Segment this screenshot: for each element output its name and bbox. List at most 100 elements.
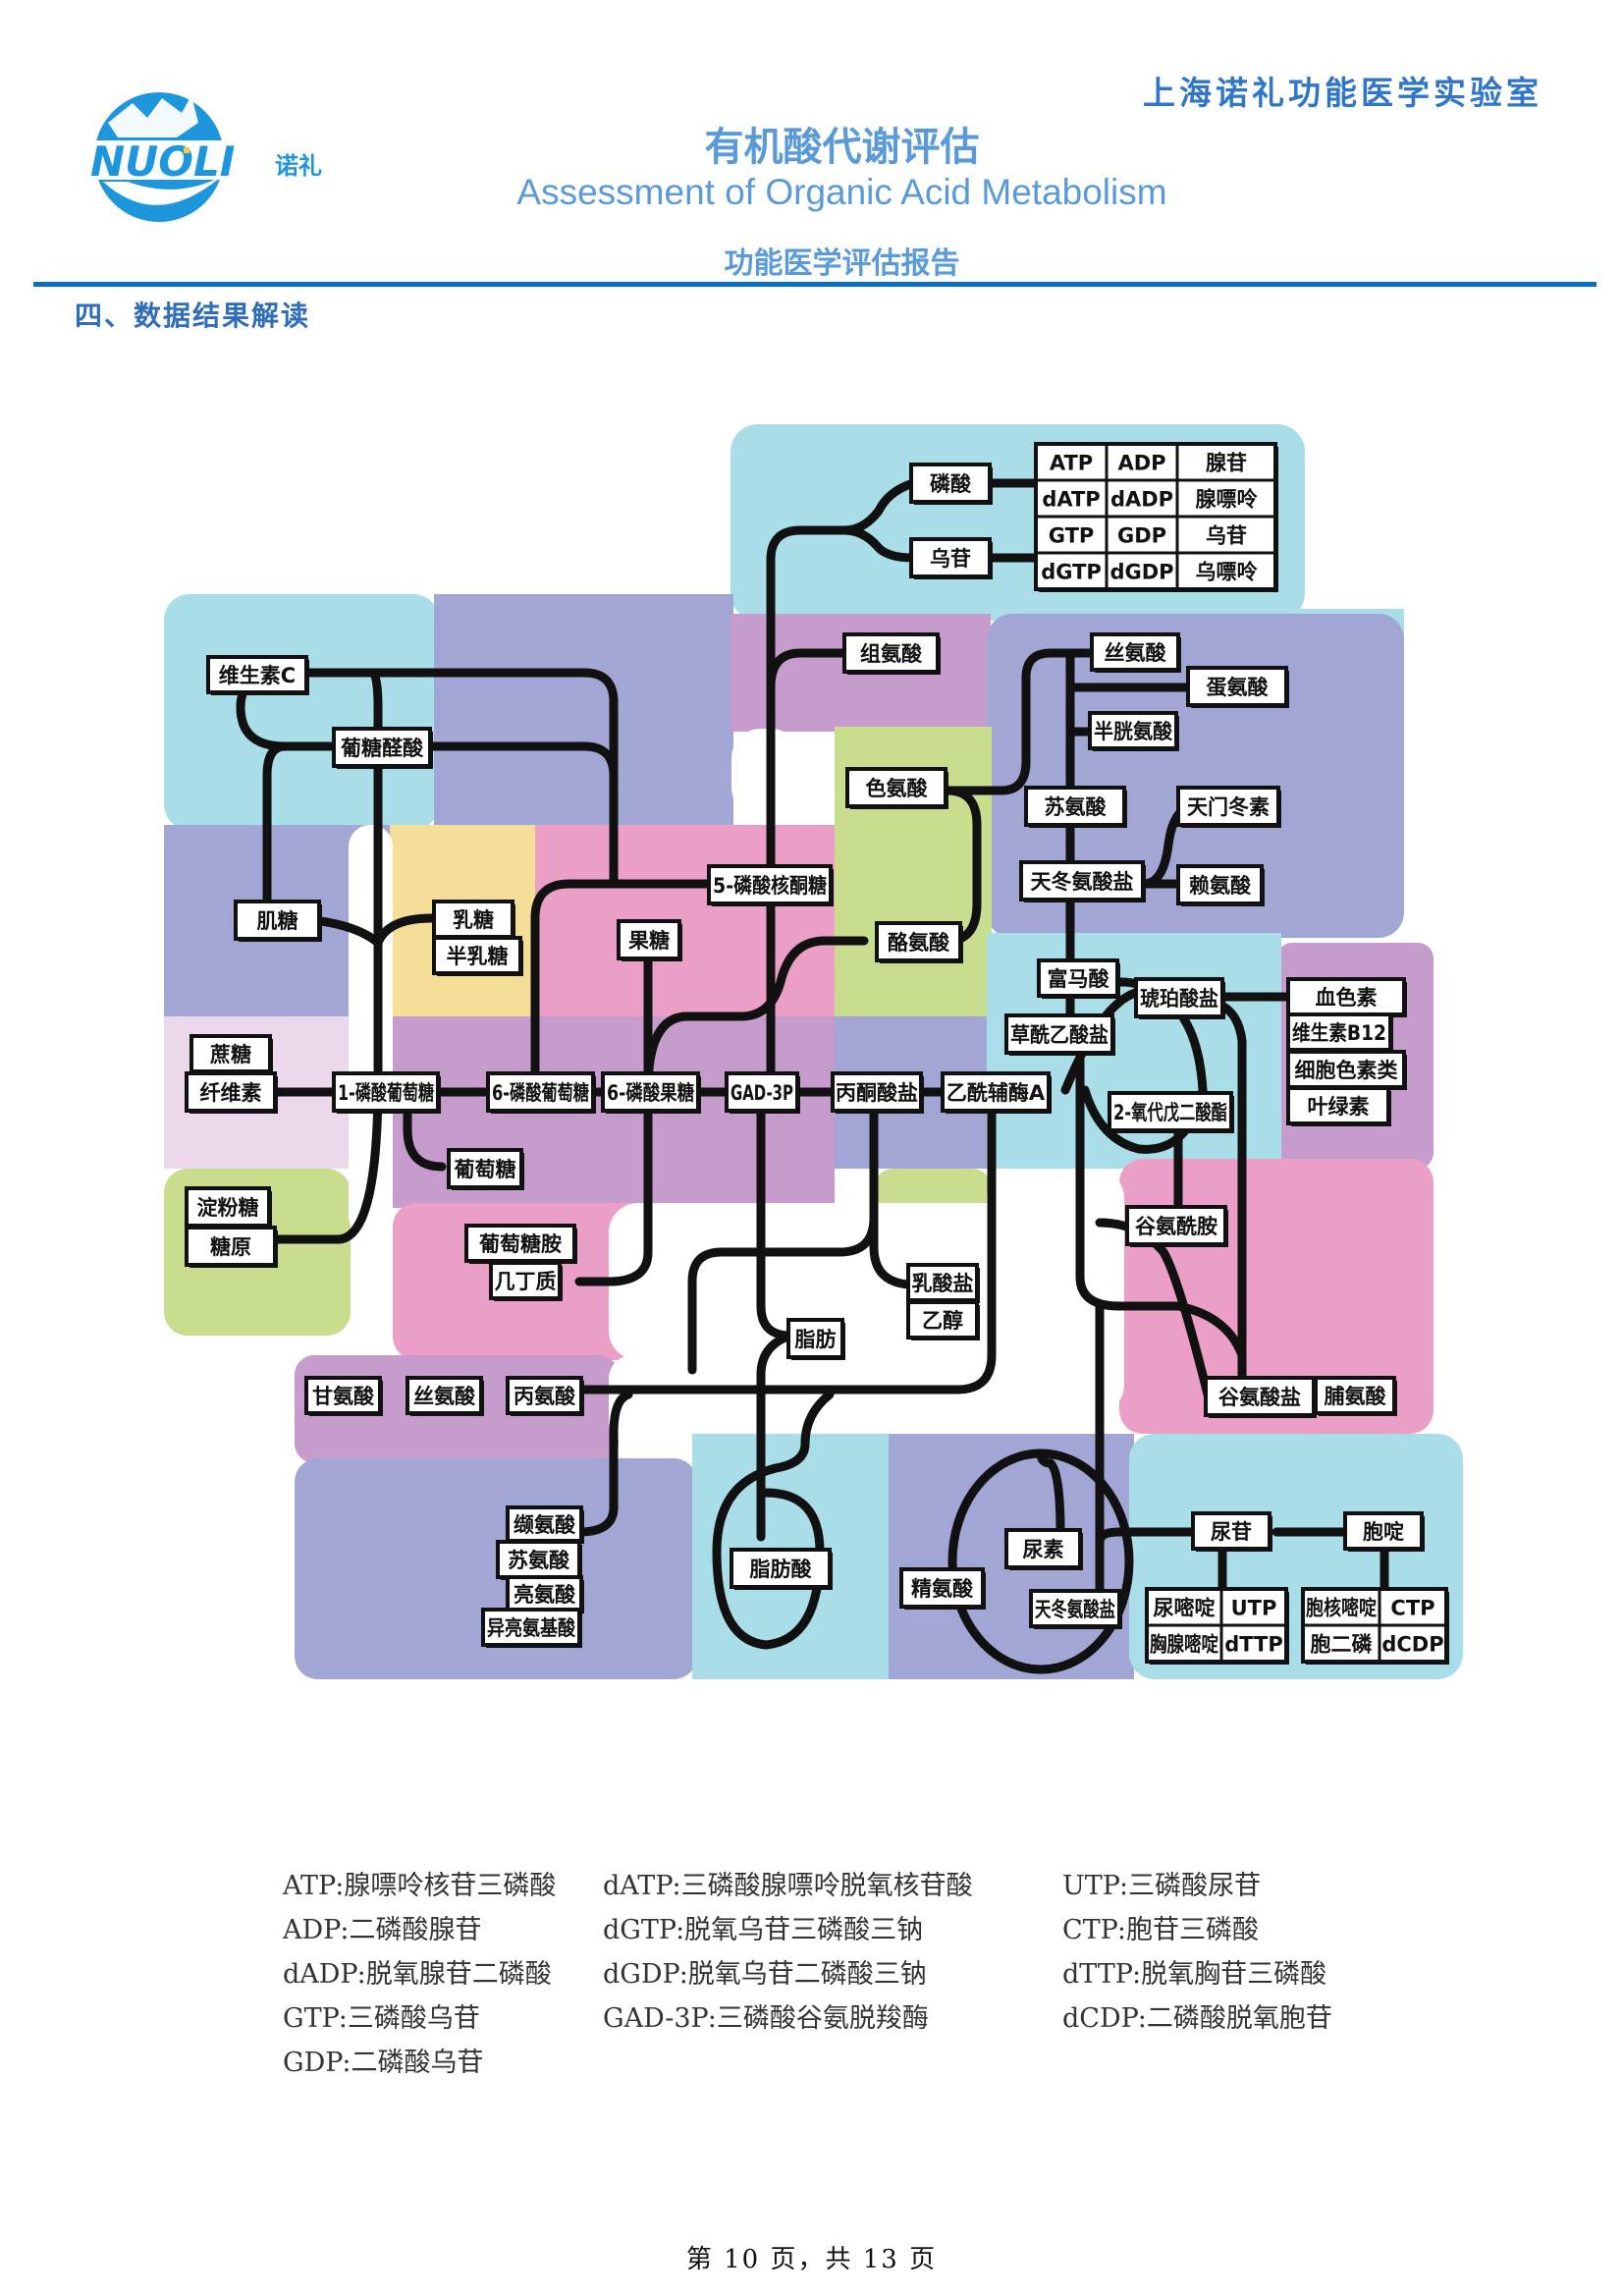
pathway-line — [943, 648, 1095, 795]
node-hemoglobin: 血色素 — [1286, 977, 1407, 1017]
pathway-line — [766, 648, 849, 692]
node-label: 富马酸 — [1048, 967, 1110, 991]
node-glycogen: 糖原 — [185, 1226, 278, 1268]
node-label: 乌苷 — [930, 547, 971, 571]
node-uridine: 尿苷 — [1191, 1511, 1272, 1552]
legend-column-2: dATP:三磷酸腺嘌呤脱氧核苷酸 dGTP:脱氧乌苷三磷酸三钠 dGDP:脱氧乌… — [603, 1864, 973, 2041]
pathway-line — [530, 879, 619, 1095]
node-chitin: 几丁质 — [489, 1261, 563, 1301]
node-oxaloacetate: 草酰乙酸盐 — [1004, 1013, 1115, 1056]
node-ribulose5p: 5-磷酸核酮糖 — [707, 864, 834, 906]
node-label: 6-磷酸果糖 — [607, 1081, 694, 1105]
node-label: 乙醇 — [922, 1309, 963, 1333]
table-cell: CTP — [1390, 1597, 1434, 1620]
table-cell: 乌苷 — [1206, 524, 1247, 548]
node-label: 谷氨酰胺 — [1135, 1215, 1217, 1238]
pathway-line — [687, 1085, 879, 1375]
table-cell: dGTP — [1041, 561, 1102, 584]
table-cell: 乌嘌呤 — [1196, 561, 1259, 584]
node-lactate: 乳酸盐 — [906, 1263, 980, 1303]
table-cell: dCDP — [1381, 1633, 1443, 1657]
pathway-line — [766, 478, 918, 1095]
node-acetylcoa: 乙酰辅酶A — [941, 1071, 1052, 1114]
node-b12: 维生素B12 — [1286, 1012, 1393, 1053]
page-number: 第 10 页，共 13 页 — [685, 2245, 938, 2274]
table-cell: 胞核嘧啶 — [1306, 1597, 1377, 1620]
node-serine-bottom: 丝氨酸 — [406, 1376, 484, 1416]
node-label: 尿苷 — [1211, 1520, 1252, 1544]
node-label: 天冬氨酸盐 — [1031, 870, 1134, 894]
legend-item: dCDP:二磷酸脱氧胞苷 — [1062, 2003, 1332, 2034]
node-label: 蛋氨酸 — [1207, 676, 1270, 699]
node-label: 葡萄糖胺 — [478, 1232, 562, 1256]
pathway-line — [403, 1087, 447, 1172]
legend-column-1: ATP:腺嘌呤核苷三磷酸 ADP:二磷酸腺苷 dADP:脱氧腺苷二磷酸 GTP:… — [283, 1864, 556, 2085]
node-label: 5-磷酸核酮糖 — [713, 874, 827, 898]
pathway-line — [262, 741, 290, 923]
pathway-line — [1075, 1056, 1247, 1360]
legend-item: GAD-3P:三磷酸谷氨脱羧酶 — [603, 2003, 929, 2034]
node-sucrose: 蔗糖 — [189, 1034, 273, 1074]
table-cell: 尿嘧啶 — [1154, 1597, 1216, 1620]
node-lysine: 赖氨酸 — [1176, 864, 1265, 906]
node-label: 脂肪 — [795, 1328, 837, 1351]
node-glutamate: 谷氨酸盐 — [1204, 1376, 1317, 1418]
node-glucose: 葡萄糖 — [447, 1148, 524, 1190]
node-label: 天冬氨酸盐 — [1035, 1598, 1115, 1621]
node-vitamin-c: 维生素C — [206, 655, 309, 695]
node-cysteine: 半胱氨酸 — [1088, 711, 1179, 751]
pathway-line — [412, 741, 619, 781]
node-label: 苏氨酸 — [508, 1549, 570, 1572]
node-label: 尿素 — [1023, 1538, 1064, 1561]
node-label: 叶绿素 — [1308, 1095, 1370, 1119]
company-logo: NUOLI 诺礼 — [88, 83, 344, 231]
node-aspartate-bottom: 天冬氨酸盐 — [1029, 1589, 1122, 1629]
node-threonine-top: 苏氨酸 — [1024, 786, 1127, 828]
logo-cross-icon — [184, 147, 189, 153]
node-cytosine: 胞啶 — [1343, 1511, 1425, 1552]
table-cell: 胸腺嘧啶 — [1150, 1633, 1218, 1657]
pathway-line — [947, 1449, 1134, 1674]
node-label: 半胱氨酸 — [1094, 720, 1173, 743]
node-guanosine: 乌苷 — [909, 537, 993, 579]
node-label: 6-磷酸葡萄糖 — [492, 1081, 589, 1105]
legend-item: dGTP:脱氧乌苷三磷酸三钠 — [603, 1915, 924, 1945]
node-label: 丝氨酸 — [413, 1385, 476, 1408]
node-methionine: 蛋氨酸 — [1186, 666, 1289, 708]
node-urea: 尿素 — [1004, 1528, 1083, 1570]
table-cell: GDP — [1117, 524, 1166, 548]
legend-item: GDP:二磷酸乌苷 — [283, 2048, 484, 2078]
region-cyan — [164, 594, 439, 830]
node-succinate: 琥珀酸盐 — [1134, 977, 1225, 1019]
node-label: 丙氨酸 — [514, 1385, 576, 1408]
pathway-line — [270, 668, 383, 1244]
node-pyruvate: 丙酮酸盐 — [831, 1071, 924, 1114]
node-isoleucine: 异亮氨基酸 — [481, 1608, 582, 1648]
legend-item: dTTP:脱氧胸苷三磷酸 — [1062, 1959, 1327, 1990]
node-label: 精氨酸 — [911, 1577, 974, 1601]
node-threonine-bottom: 苏氨酸 — [496, 1540, 582, 1580]
legend-item: CTP:胞苷三磷酸 — [1062, 1915, 1259, 1945]
table-cell: GTP — [1049, 524, 1095, 548]
node-starch: 淀粉糖 — [185, 1186, 272, 1229]
node-label: 琥珀酸盐 — [1140, 987, 1218, 1011]
node-proline: 脯氨酸 — [1314, 1376, 1397, 1416]
pathway-line — [1060, 986, 1208, 1154]
node-g1p: 1-磷酸葡萄糖 — [332, 1071, 441, 1114]
pathway-line — [574, 1390, 633, 1537]
node-aspartate-top: 天冬氨酸盐 — [1019, 860, 1146, 902]
report-subtitle: 功能医学评估报告 — [724, 246, 960, 281]
logo-text: NUOLI — [90, 137, 235, 186]
table-cell: 腺嘌呤 — [1196, 488, 1259, 512]
node-label: 葡糖醛酸 — [340, 737, 424, 760]
pathway-line — [869, 1085, 913, 1289]
node-f6p: 6-磷酸果糖 — [601, 1071, 701, 1114]
node-label: 缬氨酸 — [514, 1513, 576, 1537]
node-label: 酪氨酸 — [888, 931, 950, 955]
node-gad3p: GAD-3P — [725, 1071, 800, 1114]
node-fat: 脂肪 — [786, 1318, 845, 1360]
node-label: 乳酸盐 — [912, 1272, 974, 1295]
node-phosphate: 磷酸 — [909, 463, 993, 505]
node-serine-top: 丝氨酸 — [1090, 632, 1181, 673]
